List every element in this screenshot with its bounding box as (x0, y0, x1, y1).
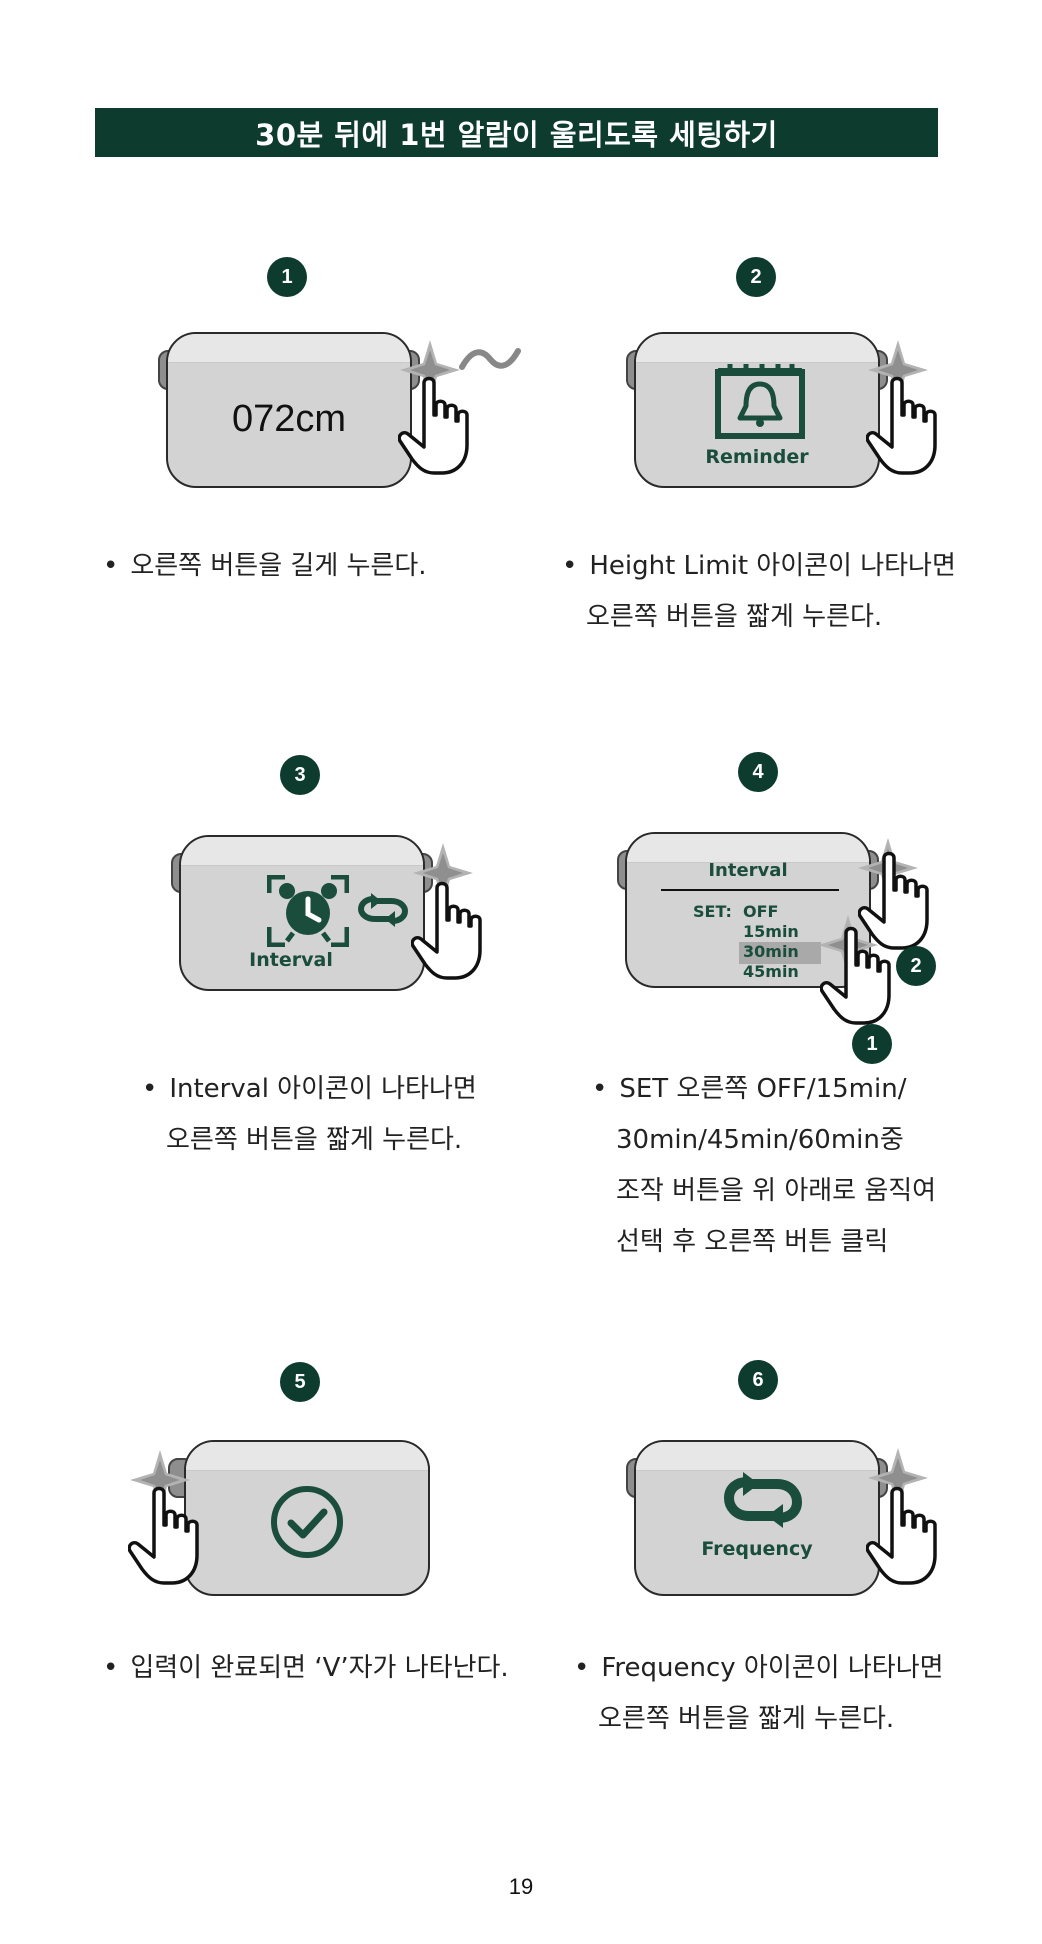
bullet-icon: • (574, 1653, 590, 1683)
pointing-hand-icon (866, 376, 937, 475)
reminder-bell-icon (715, 364, 805, 439)
device-body: 072cm (166, 332, 412, 488)
menu-option: OFF (743, 902, 779, 921)
step-4-description: •SET 오른쪽 OFF/15min/ 30min/45min/60min중 조… (592, 1074, 937, 1257)
page-title: 30분 뒤에 1번 알람이 울리도록 세팅하기 (95, 108, 938, 157)
alarm-clock-icon (267, 875, 349, 947)
lcd-height-readout: 072cm (231, 398, 347, 440)
repeat-arrows-icon (723, 1472, 803, 1528)
step-6-badge: 6 (738, 1360, 778, 1400)
bullet-icon: • (103, 1653, 119, 1683)
long-press-wave-icon (459, 348, 521, 370)
step-6-device: Frequency (626, 1438, 896, 1598)
page-number: 19 (508, 1874, 534, 1899)
device-body: Frequency (634, 1440, 880, 1596)
check-circle-icon (271, 1486, 343, 1558)
bullet-icon: • (562, 551, 578, 581)
menu-option-selected: 30min (743, 942, 799, 961)
step-3-description: •Interval 아이콘이 나타나면 오른쪽 버튼을 짧게 누른다. (142, 1074, 477, 1155)
device-body: Reminder (634, 332, 880, 488)
step-2-device: Reminder (626, 330, 896, 490)
pointing-hand-icon (820, 926, 891, 1025)
step-2-badge: 2 (736, 257, 776, 297)
menu-selected-highlight (739, 942, 821, 964)
step-1-description: •오른쪽 버튼을 길게 누른다. (103, 551, 427, 581)
menu-title: Interval (708, 860, 788, 881)
bullet-icon: • (592, 1074, 608, 1104)
pointing-hand-icon (398, 376, 469, 475)
step-1-device: 072cm (158, 330, 428, 490)
repeat-arrows-icon (357, 893, 409, 927)
menu-divider (661, 889, 839, 891)
device-body (184, 1440, 430, 1596)
step-3-device: Interval (171, 833, 441, 993)
step-5-device (168, 1438, 438, 1598)
step-5-badge: 5 (280, 1362, 320, 1402)
step-2-description: •Height Limit 아이콘이 나타나면 오른쪽 버튼을 짧게 누른다. (562, 551, 956, 632)
device-body: Interval (179, 835, 425, 991)
screen-label-reminder: Reminder (705, 446, 809, 468)
step-4-device: Interval SET: OFF 15min 30min 45min (617, 830, 887, 990)
step-5-description: •입력이 완료되면 ‘V’자가 나타난다. (103, 1653, 509, 1683)
pointing-hand-icon (411, 881, 482, 980)
menu-set-label: SET: (693, 902, 732, 921)
menu-option: 45min (743, 962, 799, 981)
step-4-sub-badge-1: 1 (852, 1024, 892, 1064)
screen-label-interval: Interval (249, 949, 333, 971)
menu-option: 15min (743, 922, 799, 941)
step-4-badge: 4 (738, 752, 778, 792)
bullet-icon: • (142, 1074, 158, 1104)
screen-label-frequency: Frequency (701, 1538, 813, 1560)
pointing-hand-icon (866, 1486, 937, 1585)
pointing-hand-icon (128, 1486, 199, 1585)
device-body: Interval SET: OFF 15min 30min 45min (625, 832, 871, 988)
step-3-badge: 3 (280, 755, 320, 795)
step-1-badge: 1 (267, 257, 307, 297)
step-6-description: •Frequency 아이콘이 나타나면 오른쪽 버튼을 짧게 누른다. (574, 1653, 944, 1734)
bullet-icon: • (103, 551, 119, 581)
step-4-sub-badge-2: 2 (896, 946, 936, 986)
